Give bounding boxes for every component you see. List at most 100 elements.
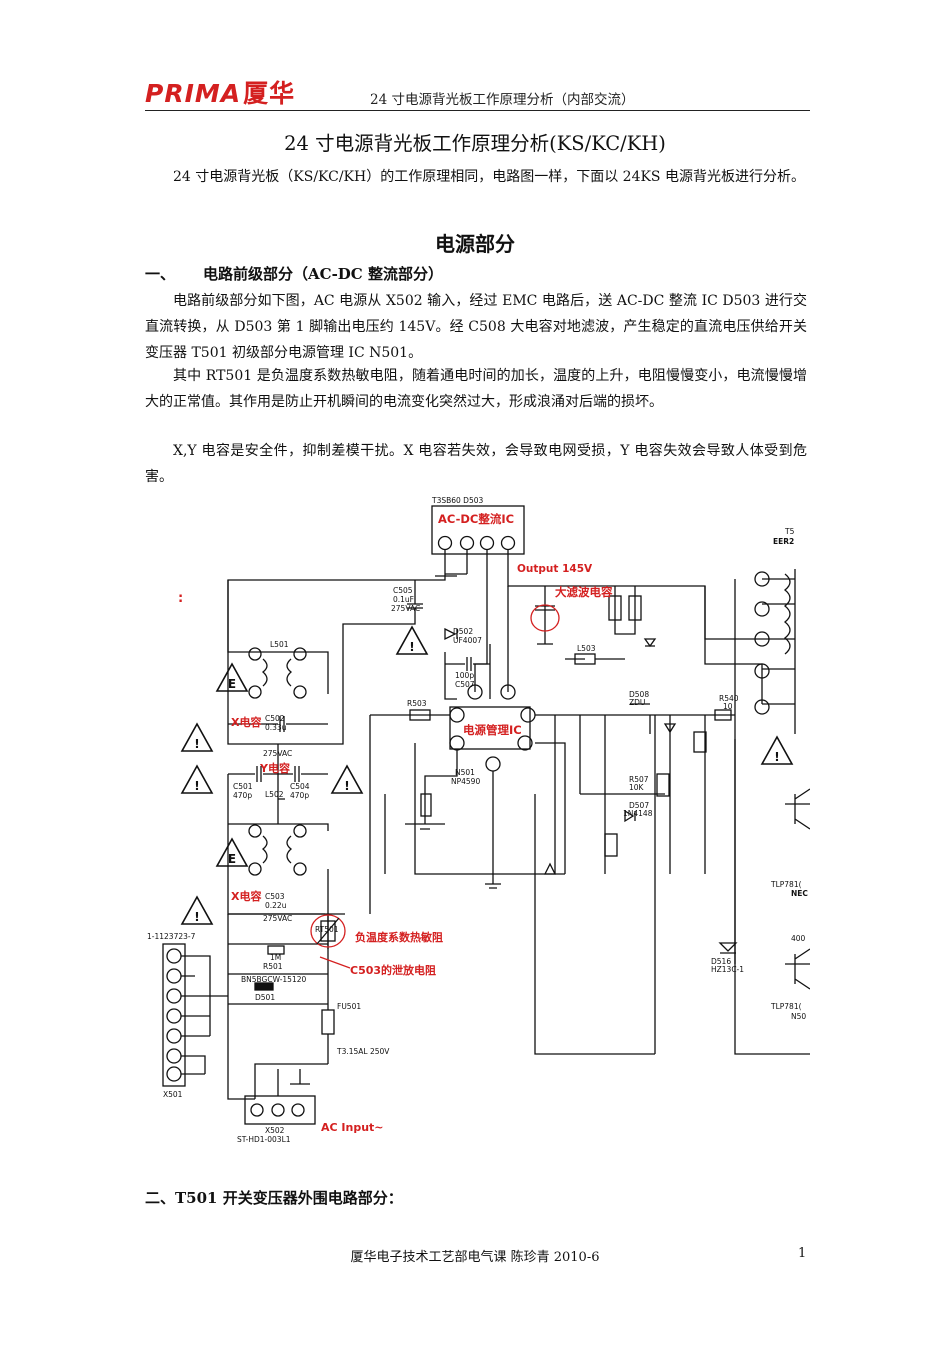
header-title: 24 寸电源背光板工作原理分析（内部交流） [370,92,635,108]
svg-text:!: ! [344,779,349,793]
r507-value: 10K [629,783,645,792]
rt501-label: RT501 [315,925,339,934]
earth-warning-icon [215,662,249,692]
c505-label: C505 [393,586,413,595]
tlp-label-2: TLP781( [770,1002,802,1011]
c501-label: C501 [233,782,253,791]
t5-pin-9 [754,631,770,647]
l502-label: L502 [265,790,284,799]
d502-label: D502 [453,627,473,636]
logo-latin: PRIMA [145,79,242,108]
x501-pin-2 [166,1048,182,1064]
l502-pin-2 [293,862,307,876]
page-footer: 厦华电子技术工艺部电气课 陈珍青 2010-6 [350,1250,600,1265]
r501-label: R501 [263,962,283,971]
r503-resistor [409,709,431,721]
d507-type: 1N4148 [623,809,653,818]
r540-value: 10 [723,702,733,711]
acdc-pin-1 [500,535,516,551]
l501-pin-3 [248,685,262,699]
x501-pin-1 [166,1066,182,1082]
heading-one-text: 电路前级部分（AC-DC 整流部分） [203,265,443,283]
r503-label: R503 [407,699,427,708]
c504-value: 470p [290,791,309,800]
fu501-fuse [321,1009,335,1035]
svg-text:!: ! [194,910,199,924]
n501-type: NP4590 [451,777,480,786]
c505-rating: 275VAC [391,604,420,613]
c504-label: C504 [290,782,310,791]
warning-icon [180,764,214,794]
svg-text:!: ! [194,779,199,793]
ac-input-annotation: AC Input~ [321,1121,384,1134]
x502-type: ST-HD1-003L1 [237,1135,291,1144]
heading-one: 一、电路前级部分（AC-DC 整流部分） [145,263,443,284]
c502-value: 0.33u [265,723,287,732]
r507-label: R507 [629,775,649,784]
heading-two: 二、T501 开关变压器外围电路部分： [145,1189,403,1207]
x501-connector [162,943,186,1087]
svg-text:E: E [228,852,236,866]
x502-connector [244,1095,316,1125]
svg-text:!: ! [409,640,414,654]
pm-pin-1 [517,735,533,751]
l502-pin-3 [248,862,262,876]
n50-label: N50 [791,1012,806,1021]
section-title: 电源部分 [435,232,515,256]
output-annotation: Output 145V [517,563,593,575]
svg-text:E: E [228,677,236,691]
stray-colon: : [178,591,183,606]
d504-diode [543,862,557,875]
tlp-label-1: TLP781( [770,880,802,889]
d508-diode [663,723,677,734]
r514-resistor [420,793,432,817]
x501-pin-3 [166,1028,182,1044]
d501-bridge [254,982,274,991]
c508-capacitor [535,586,555,645]
acdc-pin-2 [479,535,495,551]
x501-part-number: 1-1123723-7 [147,932,196,941]
nec-label: NEC [791,889,808,898]
bleed-resistor-pointer [319,956,351,969]
rt501-thermistor [320,920,336,942]
l502-pin-1 [293,824,307,838]
pm-pin-2 [449,735,465,751]
fu501-label: FU501 [337,1002,361,1011]
t5-label: T5 [784,527,795,536]
r501-resistor [267,945,285,955]
l501-coil [261,658,293,687]
d501-label: D501 [255,993,275,1002]
d503-label: T3SB60 D503 [431,496,484,505]
big-cap-annotation: 大滤波电容 [555,585,613,599]
d516-diode [718,942,738,954]
x501-pin-4 [166,1008,182,1024]
l501-label: L501 [270,640,289,649]
document-title: 24 寸电源背光板工作原理分析(KS/KC/KH) [284,132,666,155]
n501-label: N501 [455,768,475,777]
d506-diode [643,638,657,648]
c503-label: C503 [265,892,285,901]
d508-label: D508 [629,690,649,699]
t5-pin-2 [754,601,770,617]
y-cap-annotation: Y电容 [259,761,290,775]
d507-diode [624,809,636,823]
rt501-highlight-circle [310,914,346,948]
paragraph-1: 电路前级部分如下图，AC 电源从 X502 输入，经过 EMC 电路后，送 AC… [145,293,807,361]
d508-type: ZDU [629,698,645,707]
l501-pin-2 [293,685,307,699]
pm-ic-annotation: 电源管理IC [463,723,522,737]
c507-label: C507 [455,680,475,689]
c-cap-top [628,595,642,621]
r501-value: 1M [270,953,281,962]
x502-pin-n [250,1103,264,1117]
r540-label: R540 [719,694,739,703]
d502-type: UF4007 [453,636,482,645]
ground-symbol [435,550,468,577]
eer-label: EER2 [773,537,794,546]
x501-pin-5 [166,988,182,1004]
paragraph-2: 其中 RT501 是负温度系数热敏电阻，随着通电时间的加长，温度的上升，电阻慢慢… [145,368,807,410]
c503-value: 0.22u [265,901,287,910]
l503-label: L503 [577,644,596,653]
c501-value: 470p [233,791,252,800]
acdc-ic-box [431,505,525,555]
